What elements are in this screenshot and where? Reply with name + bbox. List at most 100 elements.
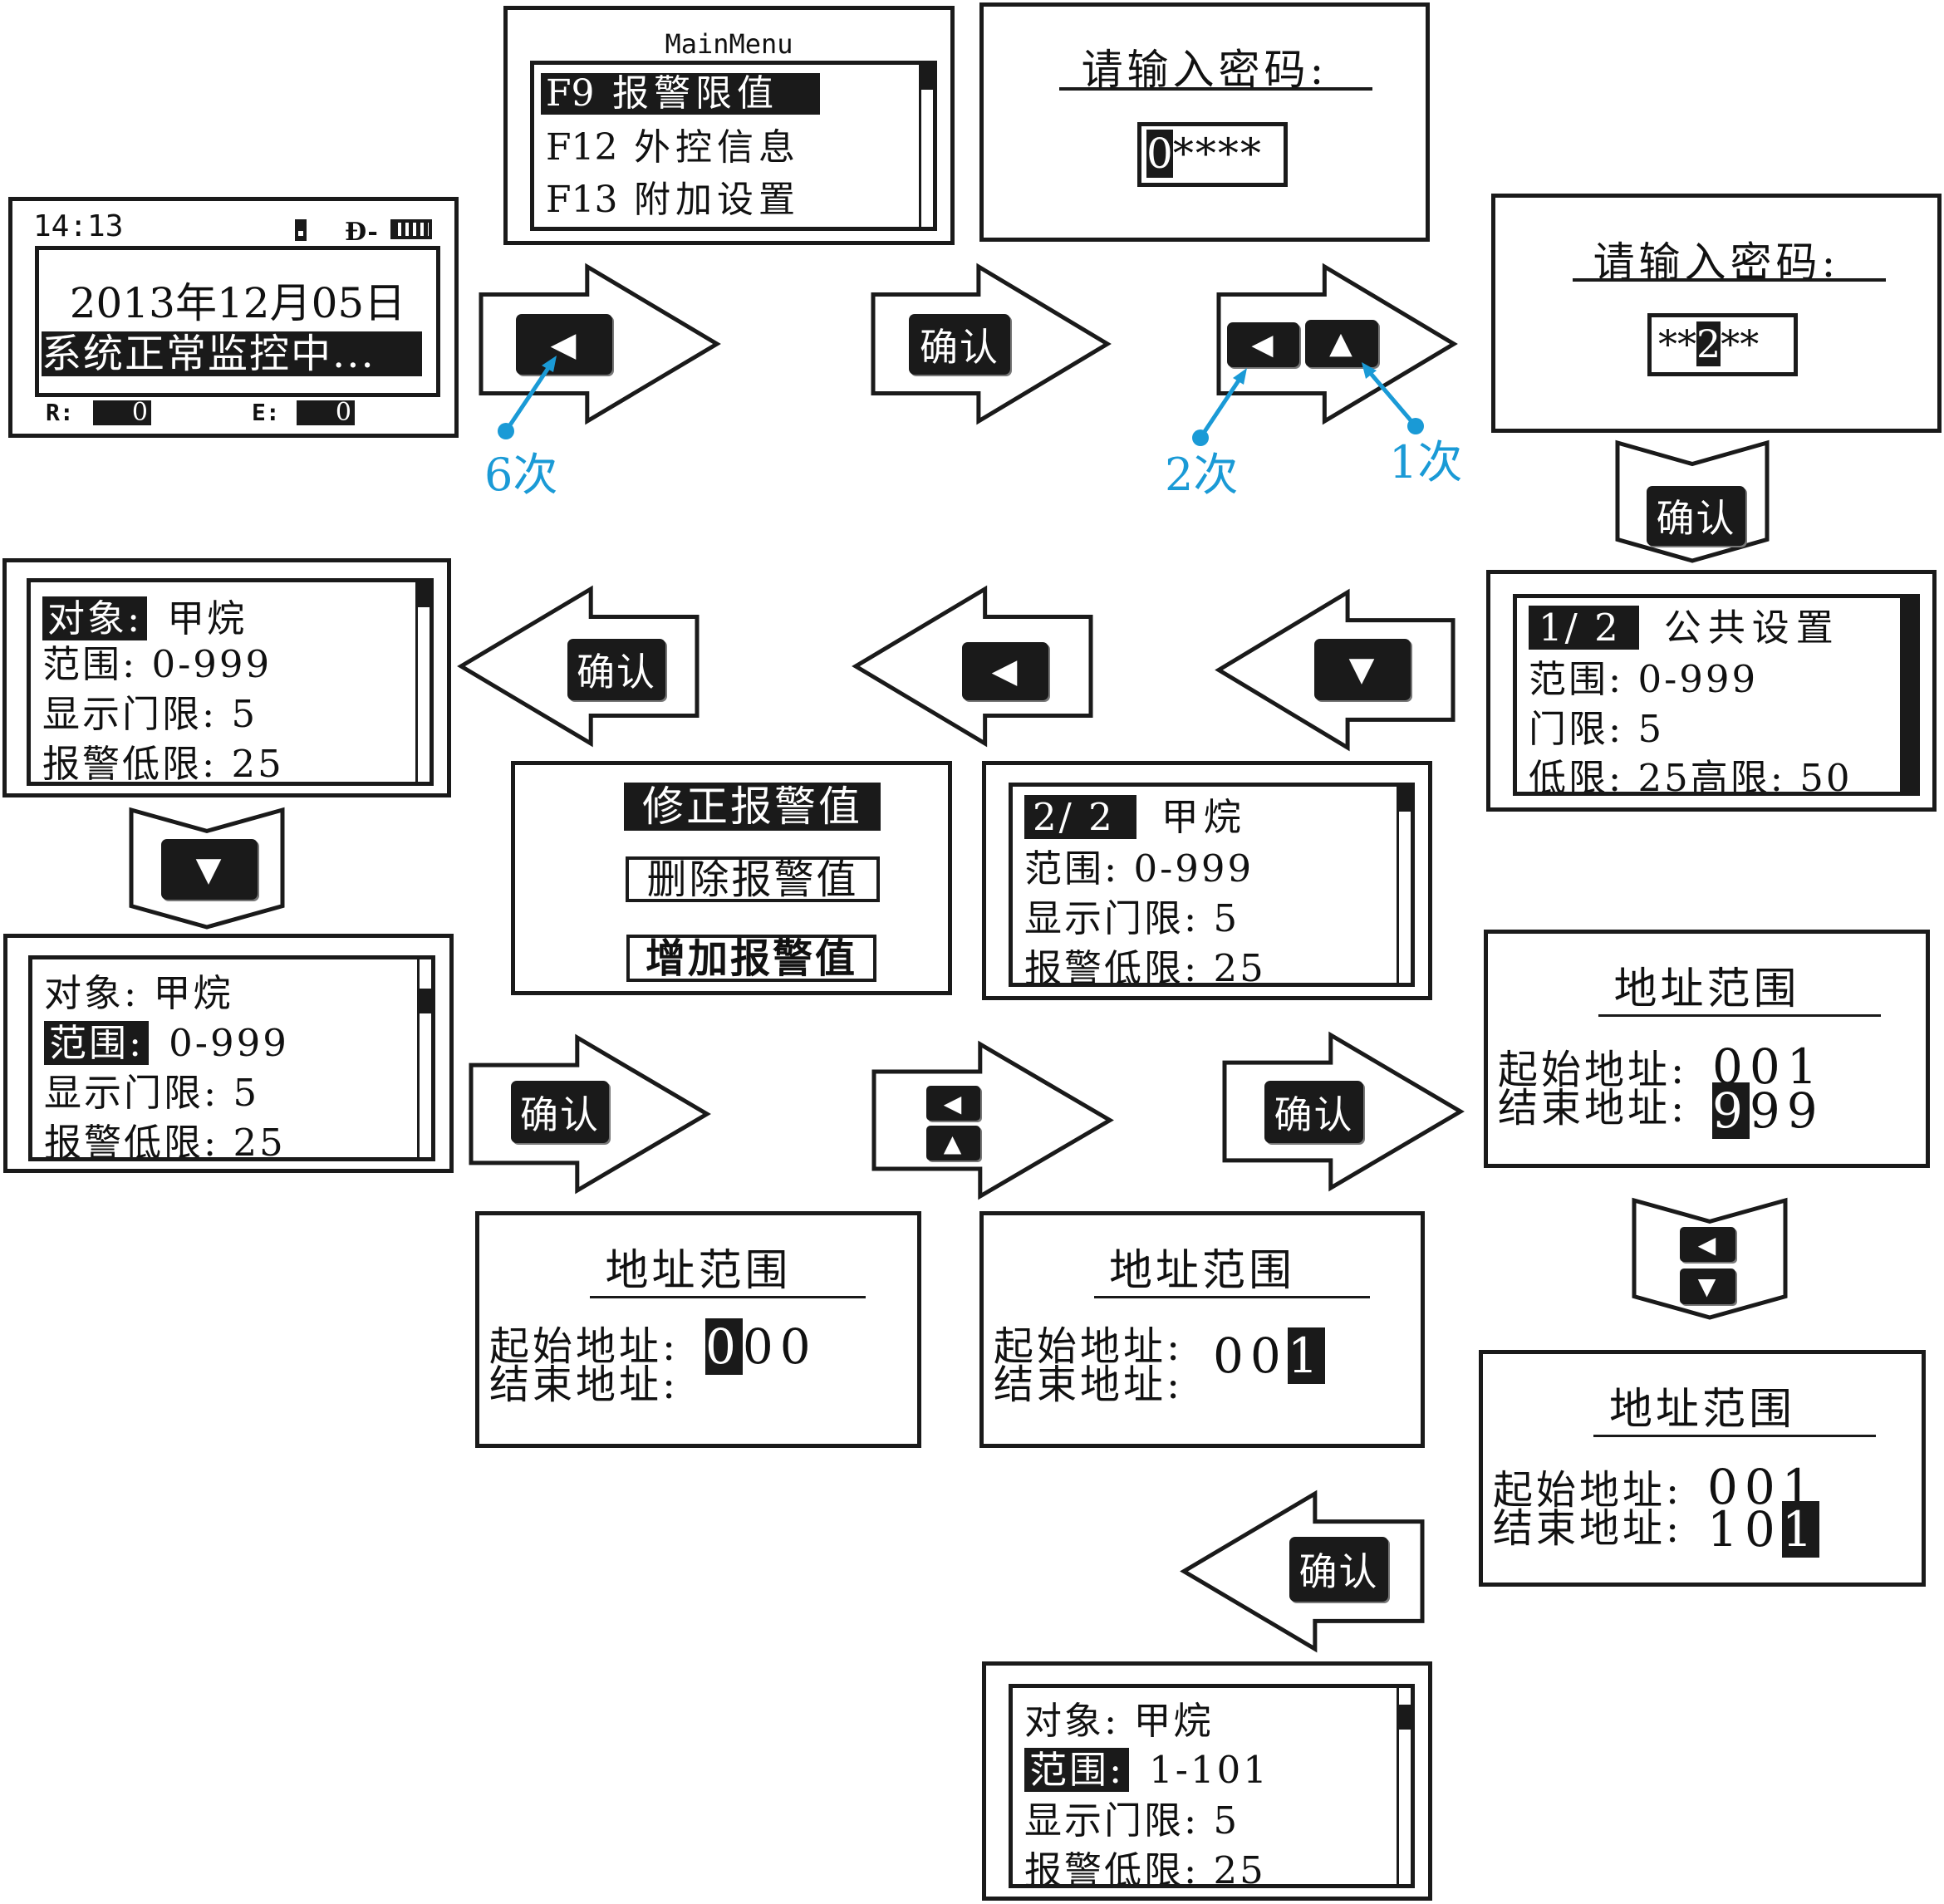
flow-arrow-left: 确认 — [461, 589, 697, 743]
down-key-button[interactable]: ▼ — [161, 839, 258, 900]
confirm-key-button[interactable]: 确认 — [511, 1081, 609, 1143]
end-address-input[interactable]: 999 — [1712, 1082, 1824, 1139]
end-address-before: 10 — [1707, 1501, 1782, 1558]
menu-item-delete-alarm[interactable]: 删除报警值 — [626, 856, 880, 902]
scrollbar-thumb[interactable] — [1399, 1705, 1411, 1730]
menu-key: F13 — [546, 179, 618, 221]
confirm-key-button[interactable]: 确认 — [1647, 486, 1745, 546]
flow-arrow-right: ◀ — [481, 267, 717, 421]
menu-label: 附加设置 — [634, 179, 800, 221]
gas-name: 甲烷 — [1161, 795, 1246, 839]
title-underline — [1573, 278, 1886, 282]
password-input[interactable]: 0**** — [1137, 122, 1288, 187]
r-value: 0 — [93, 400, 151, 425]
range-label: 范围: — [1024, 1748, 1130, 1792]
menu-item-modify-alarm[interactable]: 修正报警值 — [624, 783, 881, 831]
confirm-key-button[interactable]: 确认 — [1264, 1081, 1363, 1143]
home-lcd: 2013年12月05日 系统正常监控中... — [35, 246, 440, 397]
left-key-button[interactable]: ◀ — [516, 314, 612, 375]
menu-item-f12[interactable]: F12 外控信息 — [541, 127, 800, 169]
confirm-key-button[interactable]: 确认 — [1289, 1537, 1388, 1602]
plug-icon: Ð- — [345, 218, 378, 247]
start-label: 起始地址: — [1498, 1047, 1688, 1093]
gas-threshold[interactable]: 显示门限: 5 — [1024, 896, 1240, 940]
flow-arrow-right: 确认 — [873, 267, 1107, 421]
setting-threshold[interactable]: 门限: 5 — [1529, 707, 1665, 751]
gas-alarm-low[interactable]: 报警低限: 25 — [1024, 946, 1266, 987]
scrollbar-thumb[interactable] — [420, 989, 431, 1013]
password-masked-before: ** — [1658, 321, 1696, 366]
annotation-label: 2次 — [1165, 449, 1238, 501]
menu-item-f13[interactable]: F13 附加设置 — [541, 179, 800, 221]
setting-range[interactable]: 范围: 0-999 — [1529, 657, 1759, 701]
password-cursor: 0 — [1146, 130, 1173, 178]
up-key-button[interactable]: ▲ — [1305, 320, 1378, 367]
range-value: 1-101 — [1149, 1748, 1269, 1792]
alarm-low-line[interactable]: 报警低限: 25 — [44, 1121, 286, 1161]
threshold-line[interactable]: 显示门限: 5 — [1024, 1798, 1240, 1843]
threshold-line[interactable]: 显示门限: 5 — [44, 1071, 260, 1115]
object-value: 甲烷 — [167, 596, 248, 640]
start-address-before: 00 — [1213, 1327, 1288, 1384]
threshold-line[interactable]: 显示门限: 5 — [42, 692, 258, 736]
address-title: 地址范围 — [605, 1246, 792, 1296]
object-screen-1: 对象:甲烷 范围: 0-999 显示门限: 5 报警低限: 25 — [2, 558, 451, 797]
flow-arrow-down: ◀ ▼ — [1634, 1200, 1785, 1318]
password-screen-1: 请输入密码: 0**** — [979, 2, 1430, 242]
range-line[interactable]: 范围: 0-999 — [42, 642, 272, 686]
up-key-button[interactable]: ▲ — [926, 1126, 980, 1161]
range-value: 0-999 — [169, 1021, 289, 1065]
object-line[interactable]: 对象: 甲烷 — [1024, 1699, 1214, 1743]
left-key-button[interactable]: ◀ — [962, 642, 1048, 700]
address-screen-c: 地址范围 起始地址: 结束地址: 001 999 — [1484, 930, 1930, 1168]
confirm-key-button[interactable]: 确认 — [567, 639, 665, 700]
address-screen-d: 地址范围 起始地址: 结束地址: 001 101 — [1479, 1350, 1926, 1587]
scrollbar[interactable] — [919, 65, 933, 227]
setting-limits[interactable]: 低限: 25高限: 50 — [1529, 756, 1853, 796]
end-label: 结束地址: — [1498, 1085, 1688, 1131]
password-screen-2: 请输入密码: **2** — [1491, 194, 1942, 433]
object-line[interactable]: 对象: 甲烷 — [44, 971, 233, 1015]
start-address-input[interactable]: 000 — [705, 1318, 817, 1375]
left-key-button[interactable]: ◀ — [1680, 1227, 1735, 1262]
object-list-2: 对象: 甲烷 范围:0-999 显示门限: 5 报警低限: 25 — [28, 955, 435, 1161]
end-address-input[interactable]: 101 — [1707, 1501, 1819, 1558]
gas-range[interactable]: 范围: 0-999 — [1024, 846, 1254, 891]
scrollbar[interactable] — [415, 582, 430, 782]
alarm-low-line[interactable]: 报警低限: 25 — [42, 742, 284, 786]
scrollbar[interactable] — [1397, 1688, 1411, 1884]
scrollbar[interactable] — [417, 959, 431, 1157]
title-underline — [1598, 1014, 1881, 1017]
page-indicator: 1/ 2 — [1529, 606, 1639, 650]
scrollbar-thumb[interactable] — [1399, 787, 1411, 812]
title-underline — [1059, 87, 1372, 91]
down-key-button[interactable]: ▼ — [1680, 1269, 1735, 1304]
down-key-button[interactable]: ▼ — [1314, 639, 1411, 700]
alarm-low-line[interactable]: 报警低限: 25 — [1024, 1848, 1266, 1888]
scrollbar[interactable] — [1397, 787, 1411, 983]
menu-label: 外控信息 — [634, 126, 800, 169]
start-label: 起始地址: — [994, 1323, 1184, 1370]
scrollbar-thumb[interactable] — [921, 65, 933, 90]
password-input[interactable]: **2** — [1647, 313, 1798, 376]
start-address-input[interactable]: 001 — [1213, 1327, 1325, 1384]
left-key-button[interactable]: ◀ — [926, 1086, 980, 1121]
address-screen-b: 地址范围 起始地址: 结束地址: 001 — [979, 1211, 1425, 1448]
battery-icon — [390, 219, 432, 239]
flow-arrow-down: ▼ — [131, 810, 282, 927]
object-screen-2: 对象: 甲烷 范围:0-999 显示门限: 5 报警低限: 25 — [3, 934, 454, 1173]
password-masked-after: ** — [1721, 321, 1760, 366]
address-screen-a: 地址范围 起始地址: 结束地址: 000 — [475, 1211, 921, 1448]
flow-arrow-right: ◀ ▲ — [1219, 267, 1454, 421]
menu-item-add-alarm[interactable]: 增加报警值 — [626, 935, 876, 982]
confirm-key-button[interactable]: 确认 — [909, 314, 1010, 375]
menu-key: F12 — [546, 126, 618, 169]
address-title: 地址范围 — [1108, 1246, 1295, 1296]
scrollbar-thumb[interactable] — [418, 582, 430, 607]
address-title: 地址范围 — [1613, 964, 1800, 1014]
start-label: 起始地址: — [1493, 1467, 1683, 1514]
left-key-button[interactable]: ◀ — [1227, 322, 1299, 367]
